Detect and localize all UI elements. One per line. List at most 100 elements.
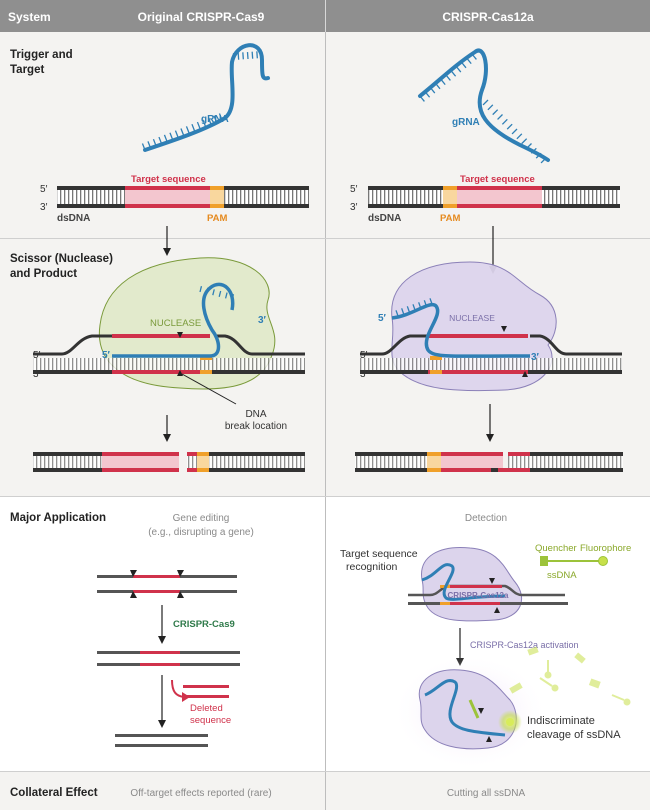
grna-base-tick [158, 136, 163, 144]
cas9-scissor-3prime: 3′ [33, 369, 41, 380]
grna-base-tick [466, 57, 472, 65]
grna-base-tick [492, 109, 499, 116]
cas9-5prime: 5′ [40, 184, 48, 195]
grna-base-tick [406, 306, 410, 313]
cas12a-complex-label: CRISPR-Cas12a [448, 591, 509, 600]
cas12a-grna-label: gRNA [452, 117, 480, 128]
cas12a-scissor-5prime: 5′ [360, 350, 368, 361]
cas9-scissor-5prime: 5′ [33, 350, 41, 361]
cas9-application: Gene editing (e.g., disrupting a gene) C… [97, 513, 254, 747]
cas12a-recognition-line2: recognition [346, 561, 398, 573]
cas12a-application: Detection Target sequence recognition CR… [340, 513, 631, 770]
cas12a-grna: gRNA [418, 48, 550, 164]
cas12a-fluorophore-label: Fluorophore [580, 543, 631, 554]
grna-base-tick [163, 134, 168, 142]
cas9-product [33, 452, 305, 472]
grna-base-tick [501, 118, 508, 125]
grna-base-tick [530, 147, 537, 154]
cas9-collateral: Off-target effects reported (rare) [130, 788, 271, 799]
cas12a-product [355, 452, 623, 472]
cas12a-cleavage-line1: Indiscriminate [527, 715, 595, 727]
cas9-arrow-2 [163, 415, 171, 442]
grna-base-tick [212, 289, 215, 296]
grna-base-tick [450, 70, 457, 77]
cleaved-ssdna-fragments [509, 646, 631, 706]
grna-base-tick [401, 308, 405, 315]
section-trigger-line2: Target [10, 64, 44, 76]
grna-base-tick [412, 304, 416, 311]
grna-base-tick [218, 290, 222, 297]
cas9-3prime: 3′ [40, 202, 48, 213]
grna-base-tick [196, 121, 201, 129]
cas9-nuclease-label: NUCLEASE [150, 318, 201, 329]
grna-base-tick [497, 114, 503, 120]
header-cas9: Original CRISPR-Cas9 [138, 10, 265, 24]
section-scissor-line2: and Product [10, 268, 77, 280]
grna-base-tick [526, 143, 532, 149]
grna-base-tick [191, 123, 196, 131]
section-scissor-line1: Scissor (Nuclease) [10, 253, 113, 265]
grna-base-tick [199, 286, 203, 293]
cas9-enzyme-label: CRISPR-Cas9 [173, 619, 235, 630]
cas12a-5prime: 5′ [350, 184, 358, 195]
grna-base-tick [540, 157, 547, 164]
grna-base-tick [231, 294, 235, 301]
grna-base-tick [423, 300, 427, 307]
cas12a-cleavage-line2: cleavage of ssDNA [527, 729, 621, 741]
cas9-application-line2: (e.g., disrupting a gene) [148, 527, 254, 538]
cas9-nuclease-complex: NUCLEASE 5′ 3′ 5′ 3′ DNA break location [33, 257, 305, 432]
cas12a-dsdna-label: dsDNA [368, 213, 401, 224]
grna-base-tick [141, 143, 146, 151]
grna-base-tick [395, 310, 399, 317]
grna-base-tick [202, 119, 207, 127]
cas12a-3prime: 3′ [350, 202, 358, 213]
cas12a-grna-3prime: 3′ [531, 352, 540, 363]
grna-base-tick [418, 302, 422, 309]
cas12a-scissor-3prime: 3′ [360, 369, 368, 380]
grna-base-tick [429, 87, 436, 94]
cas12a-collateral: Cutting all ssDNA [447, 788, 526, 799]
grna-base-tick [424, 91, 431, 98]
cas12a-recognition-line1: Target sequence [340, 548, 418, 560]
header-system: System [8, 10, 51, 24]
cas12a-application: Detection [465, 513, 507, 524]
cas12a-dsdna: 5′ 3′ Target sequence PAM dsDNA [350, 174, 620, 224]
grna-base-tick [213, 115, 218, 123]
cas12a-nuclease-label: NUCLEASE [449, 313, 495, 323]
cas9-grna-3prime: 3′ [258, 315, 267, 326]
cas12a-pam-label: PAM [440, 213, 460, 224]
grna-base-tick [152, 138, 157, 146]
grna-base-tick [169, 132, 174, 140]
cas9-deleted-line2: sequence [190, 715, 231, 726]
grna-base-tick [147, 141, 152, 149]
grna-base-tick [224, 292, 228, 299]
grna-base-tick [205, 287, 209, 294]
section-titles: Trigger and Target Scissor (Nuclease) an… [10, 49, 113, 799]
cas9-break-label-line1: DNA [245, 409, 266, 420]
grna-base-tick [445, 74, 451, 81]
header-bar: System Original CRISPR-Cas9 CRISPR-Cas12… [0, 0, 650, 32]
cas9-dsdna: 5′ 3′ Target sequence PAM dsDNA [40, 174, 309, 224]
grna-base-tick [185, 126, 190, 134]
grna-base-tick [482, 99, 489, 106]
cas12a-ssdna-label: ssDNA [547, 570, 577, 581]
grna-base-tick [429, 298, 433, 305]
cas9-arrow-1 [163, 226, 171, 256]
grna-base-tick [535, 152, 542, 159]
section-trigger-line1: Trigger and [10, 49, 73, 61]
cas12a-target-label: Target sequence [460, 174, 535, 185]
cas9-break-label-line2: break location [225, 421, 287, 432]
cas12a-arrow-2 [486, 404, 494, 442]
cas12a-quencher-label: Quencher [535, 543, 577, 554]
grna-base-tick [516, 133, 523, 140]
grna-base-tick [461, 61, 467, 69]
section-application: Major Application [10, 512, 106, 524]
grna-base-tick [511, 128, 518, 135]
cas9-target-label: Target sequence [131, 174, 206, 185]
grna-base-tick [440, 78, 446, 86]
cas9-grna-5prime: 5′ [102, 350, 111, 361]
section-collateral: Collateral Effect [10, 787, 98, 799]
grna-base-tick [471, 53, 477, 60]
header-cas12a: CRISPR-Cas12a [442, 10, 534, 24]
